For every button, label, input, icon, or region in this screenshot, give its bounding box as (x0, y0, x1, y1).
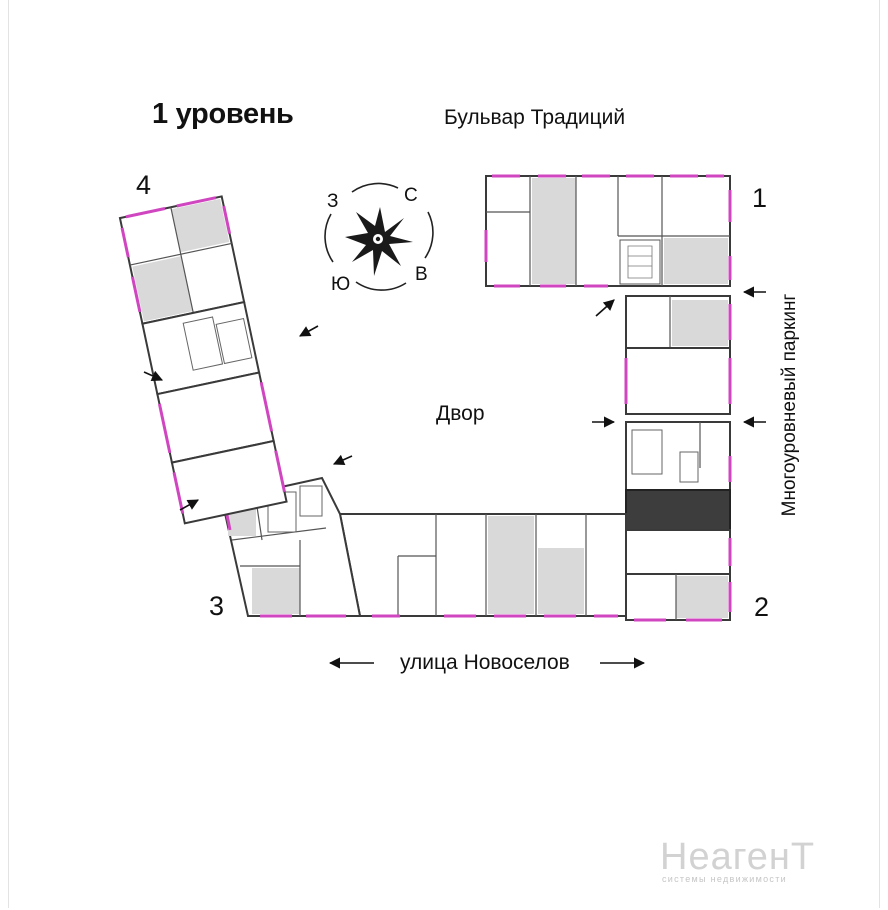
arrow-icon (332, 454, 353, 466)
unit-room[interactable] (664, 238, 728, 284)
unit-room[interactable] (488, 516, 534, 614)
page-title: 1 уровень (152, 98, 294, 130)
section-4-plan (118, 195, 288, 525)
watermark-logo: НеагенТ (660, 836, 816, 878)
section-3-plan (220, 476, 362, 618)
compass-east-label: В (415, 264, 428, 285)
street-label-top: Бульвар Традиций (444, 106, 626, 129)
east-wing-plan (624, 295, 732, 622)
street-label-bottom: улица Новоселов (400, 651, 570, 674)
unit-room[interactable] (676, 576, 728, 618)
compass-south-label: Ю (331, 274, 351, 295)
unit-room[interactable] (532, 178, 576, 284)
courtyard-label: Двор (436, 402, 485, 425)
section-1-plan (484, 174, 732, 288)
arrow-icon (179, 499, 199, 511)
arrow-icon (143, 370, 164, 382)
unit-room[interactable] (171, 198, 230, 253)
watermark-tagline: системы недвижимости (662, 874, 787, 884)
entrance-arrows (143, 286, 766, 669)
selected-unit[interactable] (625, 489, 731, 531)
section-number-2: 2 (754, 592, 770, 622)
page-frame (8, 0, 880, 908)
arrow-icon (299, 325, 319, 337)
compass-icon (324, 182, 434, 291)
south-wing-plan (338, 513, 627, 618)
section-number-1: 1 (752, 183, 768, 213)
section-number-3: 3 (209, 591, 225, 621)
unit-room[interactable] (672, 300, 728, 346)
unit-room[interactable] (252, 568, 300, 614)
section-number-4: 4 (136, 170, 152, 200)
compass-north-label: С (404, 185, 418, 206)
arrow-icon (595, 299, 615, 317)
compass-west-label: З (327, 191, 339, 212)
unit-room[interactable] (132, 256, 193, 322)
unit-room[interactable] (538, 548, 584, 614)
